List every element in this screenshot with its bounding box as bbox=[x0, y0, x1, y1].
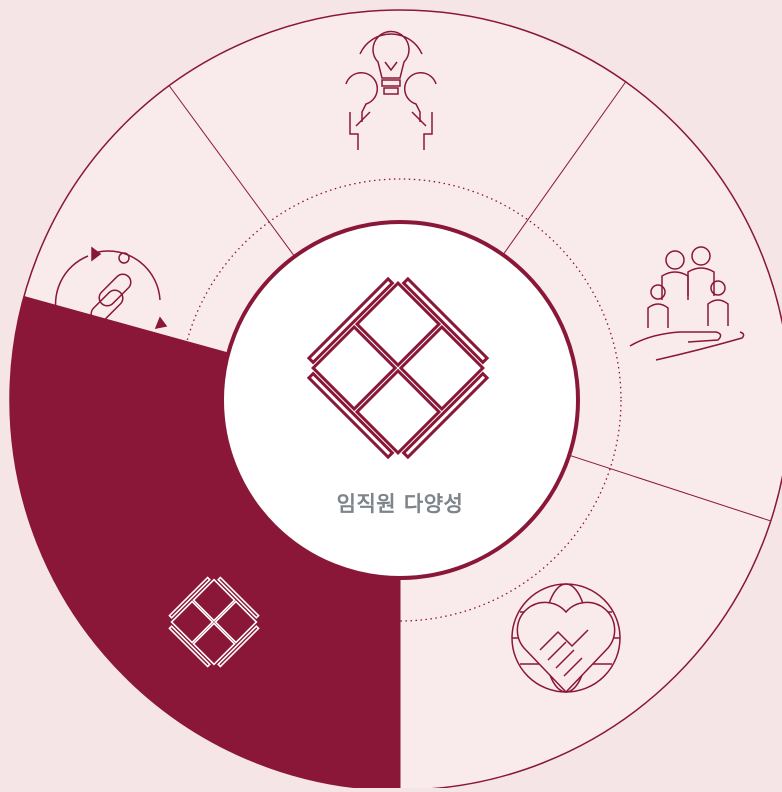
people-in-hand-icon bbox=[629, 246, 745, 361]
globe-heart-handshake-icon bbox=[511, 583, 621, 694]
interlocking-squares-small-icon bbox=[168, 576, 260, 668]
link-cycle-icon bbox=[52, 246, 168, 367]
dotted-inner-ring bbox=[178, 178, 622, 622]
interlocking-squares-icon bbox=[306, 276, 490, 460]
center-circle bbox=[220, 220, 580, 580]
center-label: 임직원 다양성 bbox=[336, 492, 464, 516]
team-idea-lightbulb-icon bbox=[345, 30, 437, 150]
